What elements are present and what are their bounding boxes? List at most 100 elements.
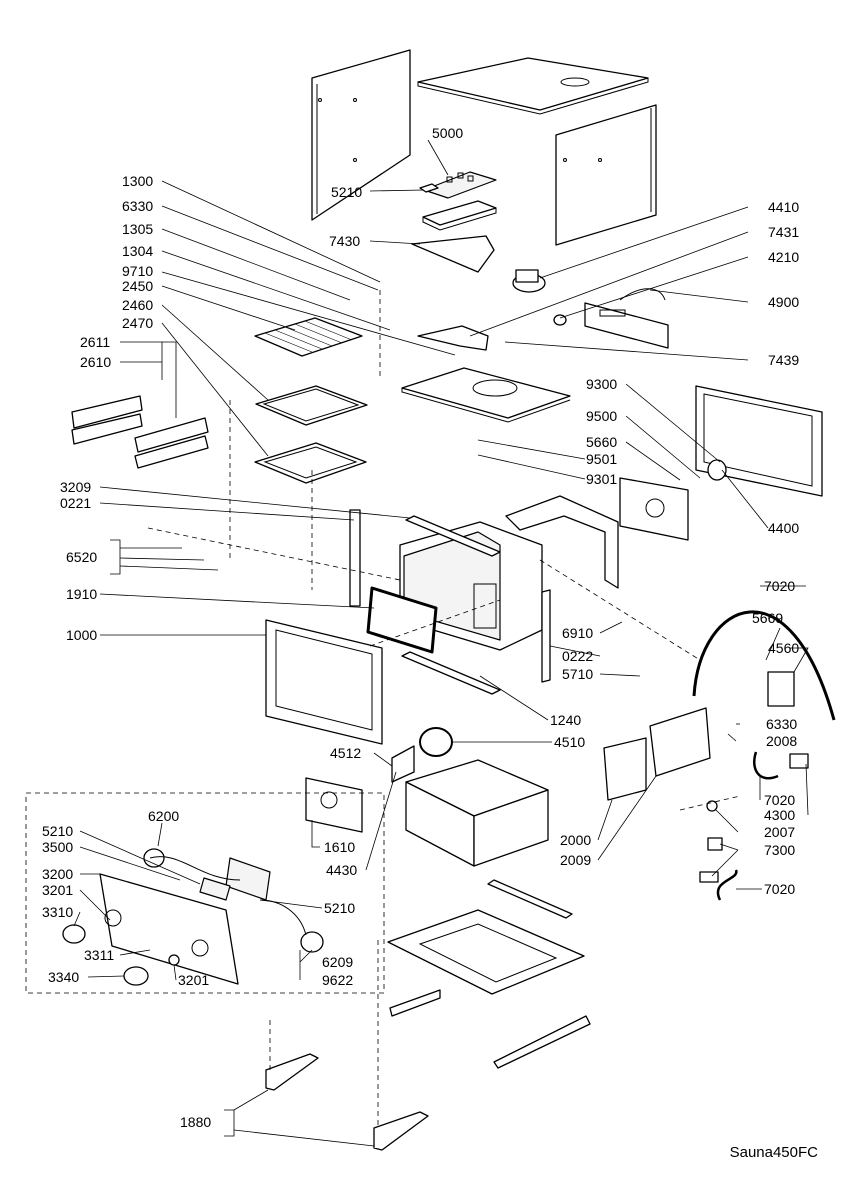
- base-plate: [387, 879, 591, 1069]
- label-3311: 3311: [84, 947, 114, 963]
- perforated-tray: [254, 442, 367, 484]
- label-1300: 1300: [122, 173, 153, 189]
- label-1305: 1305: [122, 221, 153, 237]
- valve: [789, 753, 809, 769]
- model-caption: Sauna450FC: [729, 1144, 818, 1161]
- label-9500: 9500: [586, 408, 617, 424]
- label-9301: 9301: [586, 471, 617, 487]
- label-2450: 2450: [122, 278, 153, 294]
- label-7431: 7431: [768, 224, 799, 240]
- label-1910: 1910: [66, 586, 97, 602]
- label-6330-right: 6330: [766, 716, 797, 732]
- label-2610: 2610: [80, 354, 111, 370]
- label-4510: 4510: [554, 734, 585, 750]
- filter-tray: [422, 200, 497, 231]
- rear-fan-cover: [695, 385, 823, 497]
- label-9710: 9710: [122, 263, 153, 279]
- label-2611: 2611: [80, 334, 110, 350]
- label-2009: 2009: [560, 852, 591, 868]
- top-cover: [417, 57, 649, 115]
- label-7020-top: 7020: [764, 578, 795, 594]
- baking-tray: [255, 385, 368, 426]
- label-0221: 0221: [60, 495, 91, 511]
- label-9300: 9300: [586, 376, 617, 392]
- label-4560: 4560: [768, 640, 799, 656]
- label-4210: 4210: [768, 249, 799, 265]
- deflector: [411, 235, 495, 273]
- cavity-hood: [505, 495, 619, 589]
- wire-rack: [254, 317, 363, 357]
- label-7020-bottom: 7020: [764, 881, 795, 897]
- top-strip: [405, 515, 501, 557]
- label-4430: 4430: [326, 862, 357, 878]
- label-7430: 7430: [329, 233, 360, 249]
- label-6520: 6520: [66, 549, 97, 565]
- label-7300: 7300: [764, 842, 795, 858]
- side-rail-0222: [541, 589, 551, 683]
- label-6330: 6330: [122, 198, 153, 214]
- label-3500: 3500: [42, 839, 73, 855]
- label-5210-panel: 5210: [42, 823, 73, 839]
- fan-motor: [512, 269, 546, 293]
- label-3310: 3310: [42, 904, 73, 920]
- label-5210-right: 5210: [324, 900, 355, 916]
- label-4512: 4512: [330, 745, 361, 761]
- label-3200: 3200: [42, 866, 73, 882]
- label-4900: 4900: [768, 294, 799, 310]
- door-seal: [366, 586, 438, 654]
- feet: [265, 940, 429, 1151]
- oven-door: [265, 619, 383, 745]
- side-racks: [71, 395, 209, 469]
- label-5210: 5210: [331, 184, 362, 200]
- label-2460: 2460: [122, 297, 153, 313]
- water-tank: [603, 707, 711, 801]
- hose-lower: [716, 751, 779, 901]
- heating-element: [619, 477, 689, 541]
- label-7439: 7439: [768, 352, 799, 368]
- label-2470: 2470: [122, 315, 153, 331]
- label-4300: 4300: [764, 807, 795, 823]
- label-9501: 9501: [586, 451, 617, 467]
- label-3201-lower: 3201: [178, 972, 209, 988]
- label-5669: 5669: [752, 610, 783, 626]
- pump: [767, 671, 795, 707]
- label-3201-upper: 3201: [42, 882, 73, 898]
- bottom-rail: [401, 651, 501, 695]
- label-6200: 6200: [148, 808, 179, 824]
- label-5710: 5710: [562, 666, 593, 682]
- label-7020-mid: 7020: [764, 792, 795, 808]
- label-1304: 1304: [122, 243, 153, 259]
- label-9622: 9622: [322, 972, 353, 988]
- label-5660: 5660: [586, 434, 617, 450]
- fan-cover: [417, 325, 489, 351]
- label-4410: 4410: [768, 199, 799, 215]
- cavity-top-plate: [401, 367, 571, 423]
- control-board: [419, 171, 497, 199]
- control-panel-group: [25, 792, 385, 994]
- fan-wheel: [391, 727, 453, 783]
- label-1000: 1000: [66, 627, 97, 643]
- lamp-box: [305, 777, 363, 833]
- bottom-tray: [405, 759, 549, 867]
- label-1880: 1880: [180, 1114, 211, 1130]
- leader-lines: [73, 139, 809, 1147]
- label-5000: 5000: [432, 125, 463, 141]
- label-2007: 2007: [764, 824, 795, 840]
- side-panel-left: [311, 49, 411, 221]
- label-4400: 4400: [768, 520, 799, 536]
- label-6910: 6910: [562, 625, 593, 641]
- label-1240: 1240: [550, 712, 581, 728]
- label-0222: 0222: [562, 648, 593, 664]
- label-3209: 3209: [60, 479, 91, 495]
- label-3340: 3340: [48, 969, 79, 985]
- lamp-bracket: [553, 288, 669, 349]
- part-labels: 5000 5210 1300 6330 1305 1304 9710 2450 …: [42, 125, 799, 1130]
- hose-upper: [692, 610, 836, 721]
- label-6209: 6209: [322, 954, 353, 970]
- label-2008: 2008: [766, 733, 797, 749]
- label-2000: 2000: [560, 832, 591, 848]
- side-panel-right: [555, 104, 657, 246]
- side-rail-0221: [349, 509, 361, 607]
- label-1610: 1610: [324, 839, 355, 855]
